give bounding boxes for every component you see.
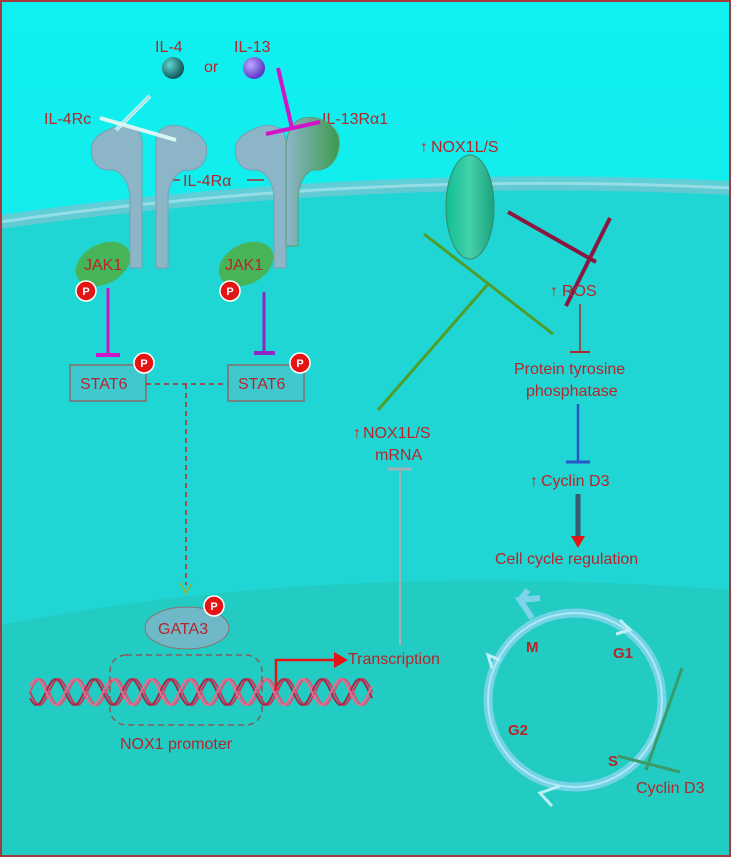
phospho-badge <box>133 352 155 374</box>
nox1-promoter-label: NOX1 promoter <box>120 736 233 753</box>
il4rc-label: IL-4Rc <box>44 111 91 128</box>
il13-ligand <box>243 57 265 79</box>
cyclin-up-arrow: ↑ <box>530 473 538 490</box>
cyclin-g1-bar <box>644 667 684 771</box>
cyclin-label: Cyclin D3 <box>541 473 610 490</box>
nox-mrna-up-arrow: ↑ <box>353 425 361 442</box>
jak1-right <box>218 241 274 287</box>
gata3-label: GATA3 <box>158 621 208 638</box>
gata3 <box>144 606 230 650</box>
jak1-right-label: JAK1 <box>225 257 263 274</box>
stat6-dimer-path <box>146 383 228 585</box>
nucleus <box>0 580 731 857</box>
dna-strand <box>29 677 373 707</box>
ptp-label-line2: phosphatase <box>526 383 618 400</box>
transcription-arrow <box>274 658 336 690</box>
nox-protein-label: NOX1L/S <box>431 139 499 156</box>
il13-label: IL-13 <box>234 39 271 56</box>
phase-g2: G2 <box>508 722 528 739</box>
phospho-badge <box>219 280 241 302</box>
nox-mrna-label-line1: NOX1L/S <box>363 425 431 442</box>
il13ra1-label: IL-13Rα1 <box>322 111 388 128</box>
cell-cycle-label: Cell cycle regulation <box>495 551 638 568</box>
nox-mrna-label-line2: mRNA <box>375 447 422 464</box>
nox1-promoter-box <box>109 654 263 726</box>
nox-inhibit-bar <box>423 232 554 336</box>
stat6-left <box>69 364 147 402</box>
svg-text:P: P <box>140 358 147 370</box>
stat6-right-label: STAT6 <box>238 376 286 393</box>
or-label: or <box>204 59 219 76</box>
nox-protein <box>445 154 495 260</box>
svg-text:P: P <box>226 286 233 298</box>
il13-receptor-complex <box>234 116 340 269</box>
phospho-badge <box>75 280 97 302</box>
nox-ros-link <box>507 210 597 264</box>
stat6-left-label: STAT6 <box>80 376 128 393</box>
jak1-left <box>75 241 131 287</box>
il4rc-bar <box>99 116 177 142</box>
dna-helix <box>29 677 373 707</box>
il13-inhibit-bar <box>265 120 321 136</box>
ros-up-arrow: ↑ <box>550 283 558 300</box>
dna-strand <box>29 677 373 707</box>
phase-s: S <box>608 753 618 770</box>
svg-text:P: P <box>210 601 217 613</box>
stat6-right <box>227 364 305 402</box>
cycle-cyclin-label: Cyclin D3 <box>636 780 705 797</box>
il4-ligand <box>162 57 184 79</box>
transcription-label: Transcription <box>348 651 440 668</box>
svg-text:P: P <box>296 358 303 370</box>
dna-strand <box>29 677 373 707</box>
ros-inhibit-bar <box>564 217 612 307</box>
il4-label: IL-4 <box>155 39 183 56</box>
ros-label: ROS <box>562 283 597 300</box>
cell-cycle-ring <box>483 588 667 808</box>
phospho-badge <box>203 595 225 617</box>
svg-text:P: P <box>82 286 89 298</box>
nox-protein-up-arrow: ↑ <box>420 139 428 156</box>
phase-g1: G1 <box>613 645 633 662</box>
il13-inhibit-stem <box>276 67 294 129</box>
ptp-label-line1: Protein tyrosine <box>514 361 625 378</box>
phase-m: M <box>526 639 539 656</box>
jak1-left-label: JAK1 <box>84 257 122 274</box>
il4ra-label: IL-4Rα <box>183 173 231 190</box>
cyclin-s-bar <box>617 754 681 774</box>
phospho-badge <box>289 352 311 374</box>
mrna-nox-link <box>376 283 490 411</box>
